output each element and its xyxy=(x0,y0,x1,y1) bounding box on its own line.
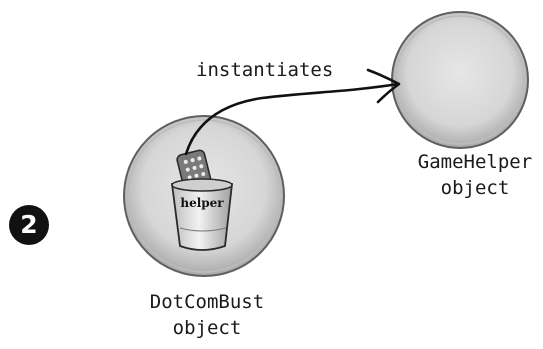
gamehelper-object-name: GameHelper xyxy=(417,151,533,173)
dotcombust-object-name: DotComBust xyxy=(149,291,265,313)
reference-variable-label: helper xyxy=(180,196,224,210)
instantiates-arrow xyxy=(184,68,401,156)
reference-cup-icon: helper xyxy=(170,178,234,251)
instantiates-label: instantiates xyxy=(196,59,334,81)
dotcombust-object-kind: object xyxy=(172,317,242,339)
gamehelper-object-kind: object xyxy=(440,177,510,199)
gamehelper-object-orb xyxy=(391,11,529,149)
step-number-badge: 2 xyxy=(9,205,49,245)
